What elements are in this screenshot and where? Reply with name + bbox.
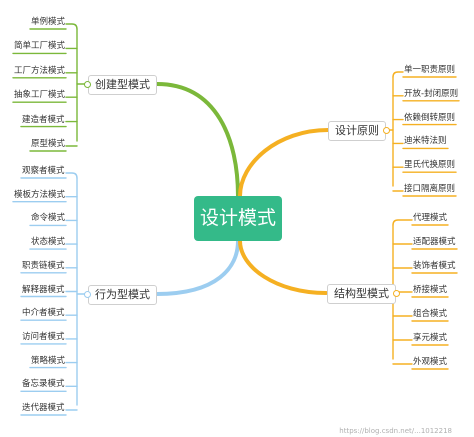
creational-leaf[interactable]: 简单工厂模式 [14,41,66,52]
creational-leaf[interactable]: 工厂方法模式 [14,65,66,76]
principles-leaf-link-0 [392,71,404,78]
topic-structural[interactable]: 结构型模式 [327,284,396,304]
behavioral-leaf[interactable]: 命令模式 [31,213,66,224]
behavioral-leaf[interactable]: 模板方法模式 [14,189,66,200]
structural-leaf[interactable]: 享元模式 [413,333,448,343]
behavioral-leaf[interactable]: 备忘录模式 [22,379,65,390]
principles-leaf[interactable]: 开放-封闭原则 [404,88,459,99]
behavioral-leaf[interactable]: 职责链模式 [22,260,65,271]
topic-principles[interactable]: 设计原则 [328,121,386,141]
creational-leaf[interactable]: 单例模式 [31,17,66,27]
structural-main-link [238,239,328,295]
behavioral-leaf[interactable]: 访问者模式 [22,331,65,342]
creational-leaf[interactable]: 抽象工厂模式 [14,90,66,101]
creational-leaf[interactable]: 原型模式 [31,139,66,149]
topic-creational[interactable]: 创建型模式 [88,75,157,95]
structural-leaf[interactable]: 桥接模式 [413,285,448,295]
principles-leaf[interactable]: 单一职责原则 [404,65,456,75]
structural-leaf[interactable]: 外观模式 [413,357,448,367]
principles-leaf[interactable]: 依赖倒转原则 [404,112,456,123]
principles-leaf[interactable]: 迪米特法则 [404,136,447,147]
creational-leaf-link-0 [65,23,78,30]
behavioral-leaf[interactable]: 观察者模式 [22,166,65,176]
behavioral-collapse-toggle[interactable] [84,291,91,298]
behavioral-leaf[interactable]: 解释器模式 [22,284,65,295]
watermark: https://blog.csdn.net/...1012218 [339,427,452,435]
behavioral-leaf-link-0 [65,172,78,179]
principles-main-link [238,128,330,198]
behavioral-leaf[interactable]: 迭代器模式 [22,403,65,413]
behavioral-leaf[interactable]: 状态模式 [31,237,66,248]
creational-main-link [155,82,240,198]
root-node[interactable]: 设计模式 [194,196,282,241]
behavioral-leaf[interactable]: 中介者模式 [22,308,65,319]
principles-collapse-toggle[interactable] [383,127,390,134]
principles-leaf[interactable]: 接口隔离原则 [404,184,456,194]
structural-leaf[interactable]: 组合模式 [413,309,448,319]
creational-collapse-toggle[interactable] [84,81,91,88]
structural-leaf[interactable]: 代理模式 [413,213,448,223]
behavioral-main-link [155,239,240,296]
principles-leaf[interactable]: 里氏代换原则 [404,160,456,171]
structural-collapse-toggle[interactable] [393,290,400,297]
creational-leaf[interactable]: 建造者模式 [22,114,65,125]
structural-leaf-link-0 [392,219,413,226]
topic-behavioral[interactable]: 行为型模式 [88,285,157,305]
structural-leaf[interactable]: 适配器模式 [413,237,456,247]
structural-leaf[interactable]: 装饰者模式 [413,261,456,271]
behavioral-leaf[interactable]: 策略模式 [31,355,66,366]
